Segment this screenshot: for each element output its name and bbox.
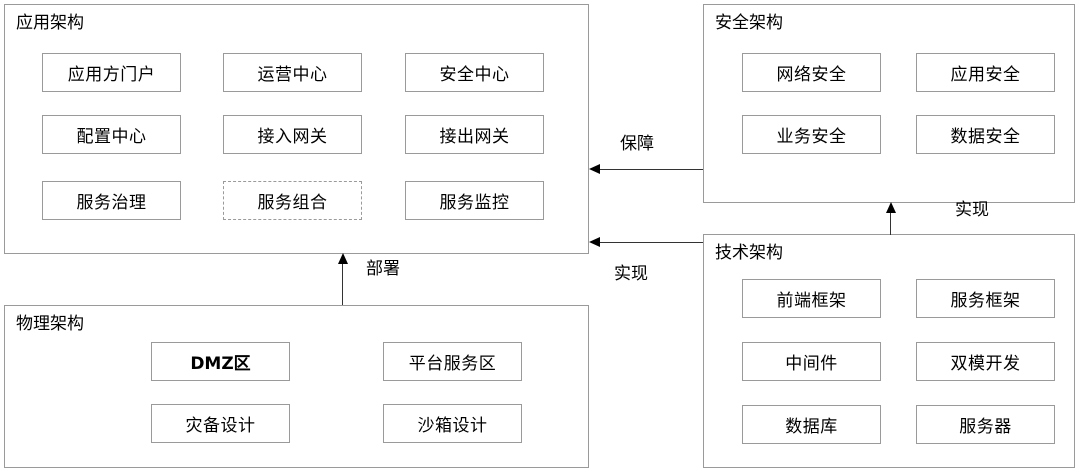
connector-label-shixian-tech-app: 实现 [614, 264, 648, 284]
connector-physical-to-application-line [342, 259, 343, 305]
node-bimodal-development[interactable]: 双模开发 [916, 342, 1055, 381]
node-service-framework[interactable]: 服务框架 [916, 279, 1055, 318]
connector-label-shixian-tech-sec: 实现 [955, 200, 989, 220]
panel-technology-architecture: 技术架构 前端框架 服务框架 中间件 双模开发 数据库 服务器 [703, 234, 1075, 468]
node-dmz-zone[interactable]: DMZ区 [151, 342, 290, 381]
node-application-security[interactable]: 应用安全 [916, 53, 1055, 92]
node-database[interactable]: 数据库 [742, 405, 881, 444]
node-frontend-framework[interactable]: 前端框架 [742, 279, 881, 318]
panel-title-application: 应用架构 [16, 13, 84, 33]
node-middleware[interactable]: 中间件 [742, 342, 881, 381]
panel-application-architecture: 应用架构 应用方门户 运营中心 安全中心 配置中心 接入网关 接出网关 服务治理… [4, 4, 589, 254]
node-operation-center[interactable]: 运营中心 [223, 53, 362, 92]
panel-security-architecture: 安全架构 网络安全 应用安全 业务安全 数据安全 [703, 4, 1075, 203]
node-egress-gateway[interactable]: 接出网关 [405, 115, 544, 154]
node-server[interactable]: 服务器 [916, 405, 1055, 444]
node-business-security[interactable]: 业务安全 [742, 115, 881, 154]
connector-label-bushu: 部署 [366, 259, 400, 279]
node-config-center[interactable]: 配置中心 [42, 115, 181, 154]
connector-security-to-application-line [594, 169, 703, 170]
panel-title-physical: 物理架构 [16, 314, 84, 334]
panel-title-security: 安全架构 [715, 13, 783, 33]
connector-technology-to-application-arrowhead [589, 237, 600, 247]
node-network-security[interactable]: 网络安全 [742, 53, 881, 92]
node-service-composition[interactable]: 服务组合 [223, 181, 362, 220]
panel-title-technology: 技术架构 [715, 243, 783, 263]
connector-technology-to-security-line [890, 208, 891, 235]
panel-physical-architecture: 物理架构 DMZ区 平台服务区 灾备设计 沙箱设计 [4, 305, 589, 468]
node-service-monitoring[interactable]: 服务监控 [405, 181, 544, 220]
node-security-center[interactable]: 安全中心 [405, 53, 544, 92]
node-sandbox-design[interactable]: 沙箱设计 [383, 404, 522, 443]
node-app-portal[interactable]: 应用方门户 [42, 53, 181, 92]
node-service-governance[interactable]: 服务治理 [42, 181, 181, 220]
node-ingress-gateway[interactable]: 接入网关 [223, 115, 362, 154]
connector-technology-to-security-arrowhead [886, 202, 896, 213]
node-platform-service-zone[interactable]: 平台服务区 [383, 342, 522, 381]
connector-security-to-application-arrowhead [589, 164, 600, 174]
connector-physical-to-application-arrowhead [338, 253, 348, 264]
connector-label-baozhang: 保障 [620, 134, 654, 154]
connector-technology-to-application-line [594, 242, 703, 243]
node-data-security[interactable]: 数据安全 [916, 115, 1055, 154]
node-disaster-recovery-design[interactable]: 灾备设计 [151, 404, 290, 443]
